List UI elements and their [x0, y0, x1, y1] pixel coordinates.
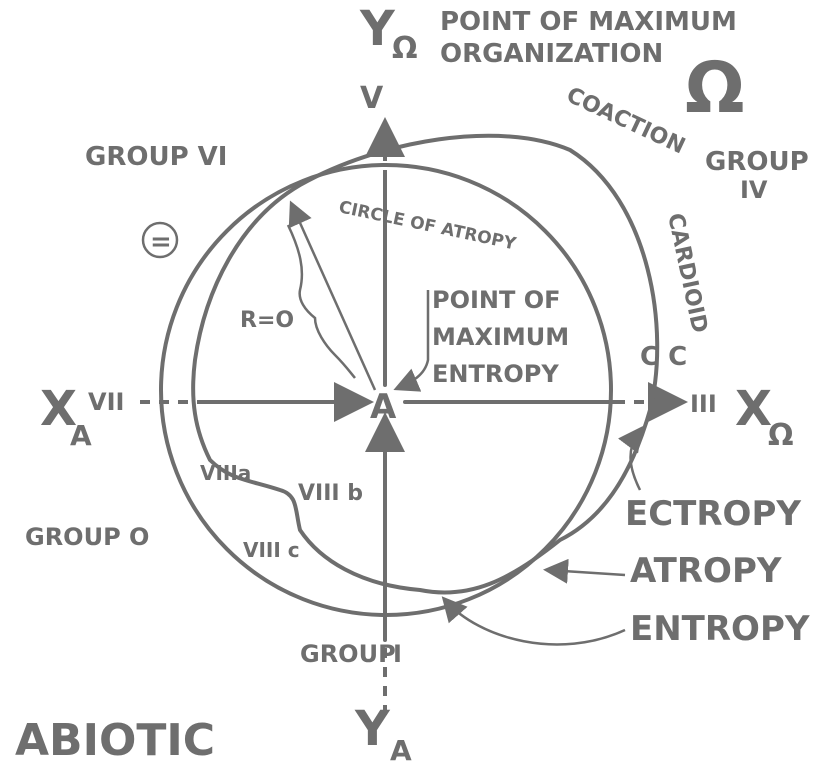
cardioid-label: CARDIOID — [662, 211, 712, 335]
equals-symbol: = — [150, 227, 172, 257]
ectropy-label: ECTROPY — [625, 494, 801, 534]
roman-viiib: VIII b — [298, 481, 363, 506]
group-iv-label: GROUP — [705, 147, 809, 177]
x-a-label: X — [40, 381, 77, 437]
coaction-cardioid — [191, 133, 660, 595]
radius-vector-arrow — [288, 200, 377, 391]
entropy-pointer — [441, 596, 626, 646]
max-org-line1: POINT OF MAXIMUM — [440, 7, 737, 37]
atropy-pointer — [543, 558, 626, 584]
group-vi-label: GROUP VI — [85, 142, 227, 172]
r-zero-label: R=O — [240, 308, 294, 333]
group-o-label: GROUP O — [25, 523, 149, 551]
equals-circle-icon — [141, 221, 179, 259]
roman-iii: III — [690, 390, 717, 418]
cc-label: C C — [640, 342, 687, 372]
max-org-line2: ORGANIZATION — [440, 39, 663, 69]
max-entropy-line3: ENTROPY — [432, 360, 559, 388]
max-entropy-line1: POINT OF — [432, 286, 561, 314]
roman-viiic: VIII c — [243, 538, 300, 562]
roman-v: V — [360, 81, 384, 116]
x-omega-label: X — [735, 381, 772, 437]
entropy-label: ENTROPY — [630, 609, 810, 649]
roman-viiia: VIIIa — [200, 461, 251, 485]
x-omega-subscript: Ω — [768, 418, 794, 453]
coaction-label: COACTION — [562, 83, 688, 160]
abiotic-label: ABIOTIC — [15, 715, 215, 766]
group-iv-numeral: IV — [740, 176, 768, 204]
group-i-label: GROUP — [300, 640, 396, 668]
max-entropy-pointer — [393, 290, 430, 392]
omega-symbol: Ω — [685, 47, 745, 129]
x-a-subscript: A — [70, 419, 92, 452]
y-a-label: Y — [354, 701, 391, 757]
atropy-label: ATROPY — [630, 551, 782, 591]
ectropy-pointer — [618, 425, 643, 491]
radius-brace — [286, 224, 356, 379]
y-omega-subscript: Ω — [392, 31, 418, 66]
y-a-subscript: A — [390, 734, 412, 767]
roman-i: I — [393, 640, 402, 668]
max-entropy-line2: MAXIMUM — [432, 323, 569, 351]
y-omega-label: Y — [359, 1, 396, 57]
point-a-label: A — [370, 387, 397, 427]
roman-vii: VII — [88, 388, 124, 416]
circle-atropy-label: CIRCLE OF ATROPY — [337, 197, 518, 254]
circle-of-atropy — [159, 163, 613, 617]
